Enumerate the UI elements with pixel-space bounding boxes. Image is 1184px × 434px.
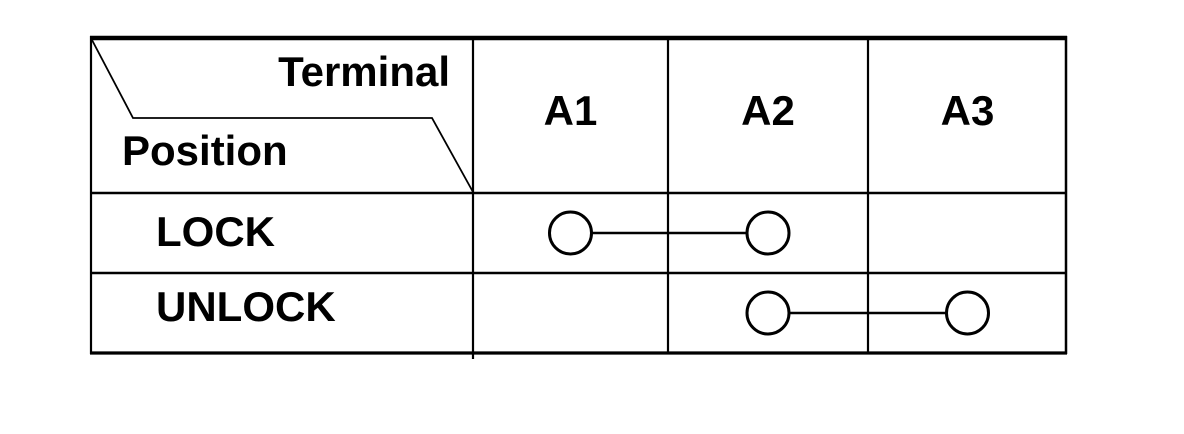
corner-cell-diagonal-divider <box>91 39 474 193</box>
row-label-unlock: UNLOCK <box>156 283 336 330</box>
connection-symbols <box>548 210 990 336</box>
terminal-contact-circle <box>745 290 791 336</box>
corner-position-label: Position <box>122 127 288 174</box>
column-header-a3: A3 <box>940 87 995 134</box>
column-header-a2: A2 <box>741 87 795 134</box>
row-label-lock: LOCK <box>156 208 275 255</box>
terminal-contact-circle <box>745 210 791 256</box>
terminal-contact-circle <box>945 290 990 336</box>
corner-terminal-label: Terminal <box>278 48 450 95</box>
terminal-contact-circle <box>548 210 593 256</box>
column-header-a1: A1 <box>543 87 598 134</box>
